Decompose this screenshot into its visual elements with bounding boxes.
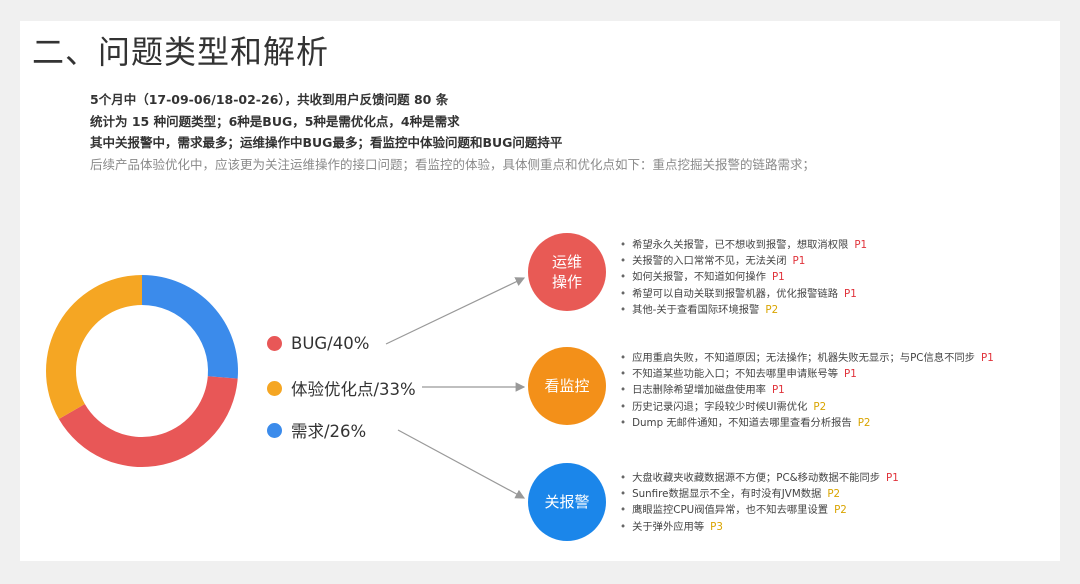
arrow-connector: [385, 277, 526, 345]
issue-item: • 希望可以自动关联到报警机器，优化报警链路 P1: [620, 286, 867, 302]
issue-text: 希望可以自动关联到报警机器，优化报警链路: [632, 287, 839, 300]
priority-badge: P1: [980, 352, 994, 364]
legend-label: 需求/26%: [291, 422, 367, 441]
bullet-icon: •: [620, 287, 627, 300]
issue-text: 其他-关于查看国际环境报警: [632, 303, 760, 316]
issue-list: • 大盘收藏夹收藏数据源不方便；PC&移动数据不能同步 P1 • Sunfire数据显示…: [620, 470, 899, 535]
bullet-icon: •: [620, 303, 627, 316]
slide: 二、问题类型和解析 5个月中（17-09-06/18-02-26），共收到用户反…: [20, 21, 1060, 561]
issue-item: • 如何关报警，不知道如何操作 P1: [620, 269, 867, 285]
page-title: 二、问题类型和解析: [32, 33, 330, 71]
priority-badge: P1: [886, 472, 899, 484]
legend-label: 体验优化点/33%: [291, 380, 416, 399]
bullet-icon: •: [620, 488, 627, 501]
category-circle: 关报警: [528, 463, 606, 541]
bullet-icon: •: [620, 472, 627, 484]
bullet-icon: •: [620, 384, 627, 397]
issue-item: • 关报警的入口常常不见，无法关闭 P1: [620, 253, 867, 269]
issue-text: 不知道某些功能入口；不知去哪里申请账号等: [632, 368, 839, 381]
priority-badge: P2: [834, 504, 847, 517]
issue-item: • 不知道某些功能入口；不知去哪里申请账号等 P1: [620, 366, 994, 382]
priority-badge: P2: [765, 303, 779, 316]
donut-chart: [46, 275, 526, 499]
legend-label: BUG/40%: [291, 334, 370, 353]
issue-list: • 应用重启失败，不知道原因；无法操作；机器失败无显示；与PC信息不同步 P1 • 不知…: [620, 350, 994, 431]
bullet-icon: •: [620, 255, 627, 268]
issue-text: 日志删除希望增加磁盘使用率: [632, 384, 766, 397]
priority-badge: P1: [844, 368, 857, 381]
issue-item: • 日志删除希望增加磁盘使用率 P1: [620, 382, 994, 398]
summary: 5个月中（17-09-06/18-02-26），共收到用户反馈问题 80 条 统…: [90, 89, 815, 175]
legend-item: BUG/40%: [267, 334, 369, 353]
bullet-icon: •: [620, 504, 627, 517]
issue-item: • Dump 无邮件通知，不知道去哪里查看分析报告 P2: [620, 415, 994, 431]
issue-item: • 大盘收藏夹收藏数据源不方便；PC&移动数据不能同步 P1: [620, 470, 899, 486]
priority-badge: P1: [792, 255, 806, 268]
issue-text: Dump 无邮件通知，不知道去哪里查看分析报告: [632, 416, 852, 429]
category-circle: 运维 操作: [528, 233, 606, 311]
issue-text: 历史记录闪退；字段较少时候UI需优化: [632, 400, 808, 413]
priority-badge: P2: [857, 416, 871, 429]
issue-item: • 历史记录闪退；字段较少时候UI需优化 P2: [620, 399, 994, 415]
legend-item: 体验优化点/33%: [267, 376, 416, 400]
legend-item: 需求/26%: [267, 418, 366, 442]
summary-line: 后续产品体验优化中，应该更为关注运维操作的接口问题；看监控的体验，具体侧重点和优…: [90, 156, 816, 172]
issue-text: 鹰眼监控CPU阀值异常，也不知去哪里设置: [632, 504, 829, 517]
bullet-icon: •: [620, 271, 627, 284]
bullet-icon: •: [620, 416, 627, 429]
donut-slice: [46, 275, 142, 419]
donut-slice: [142, 275, 238, 379]
bullet-icon: •: [620, 368, 627, 381]
issue-item: • 希望永久关报警，已不想收到报警，想取消权限 P1: [620, 237, 867, 253]
bullet-icon: •: [620, 400, 627, 413]
bullet-icon: •: [620, 520, 627, 533]
bullet-icon: •: [620, 239, 627, 251]
priority-badge: P1: [844, 287, 857, 300]
issue-item: • 关于弹外应用等 P3: [620, 519, 899, 535]
summary-line: 统计为 15 种问题类型；6种是BUG，5种是需优化点，4种是需求: [90, 113, 460, 129]
issue-text: 应用重启失败，不知道原因；无法操作；机器失败无显示；与PC信息不同步: [632, 352, 975, 364]
issue-text: 希望永久关报警，已不想收到报警，想取消权限: [632, 239, 849, 251]
issue-text: 关报警的入口常常不见，无法关闭: [632, 255, 787, 268]
priority-badge: P2: [827, 488, 841, 501]
legend-swatch: [267, 422, 282, 438]
issue-text: Sunfire数据显示不全，有时没有JVM数据: [632, 488, 822, 501]
priority-badge: P1: [771, 271, 785, 284]
issue-item: • 鹰眼监控CPU阀值异常，也不知去哪里设置 P2: [620, 502, 899, 518]
category-circle: 看监控: [528, 347, 606, 425]
bullet-icon: •: [620, 352, 627, 364]
priority-badge: P3: [710, 520, 723, 533]
issue-text: 如何关报警，不知道如何操作: [632, 271, 766, 284]
priority-badge: P1: [771, 384, 785, 397]
priority-badge: P2: [813, 400, 827, 413]
issue-list: • 希望永久关报警，已不想收到报警，想取消权限 P1 • 关报警的入口常常不见，无法关闭…: [620, 237, 867, 318]
issue-text: 关于弹外应用等: [632, 520, 705, 533]
legend-swatch: [267, 336, 282, 351]
legend-swatch: [267, 380, 282, 396]
issue-item: • 其他-关于查看国际环境报警 P2: [620, 302, 867, 318]
summary-line: 其中关报警中，需求最多；运维操作中BUG最多；看监控中体验问题和BUG问题持平: [90, 135, 563, 150]
issue-text: 大盘收藏夹收藏数据源不方便；PC&移动数据不能同步: [632, 472, 881, 484]
priority-badge: P1: [854, 239, 868, 251]
issue-item: • 应用重启失败，不知道原因；无法操作；机器失败无显示；与PC信息不同步 P1: [620, 350, 994, 366]
issue-item: • Sunfire数据显示不全，有时没有JVM数据 P2: [620, 486, 899, 502]
donut-slice: [58, 376, 238, 468]
summary-line: 5个月中（17-09-06/18-02-26），共收到用户反馈问题 80 条: [90, 92, 449, 107]
arrow-connector: [397, 429, 526, 499]
